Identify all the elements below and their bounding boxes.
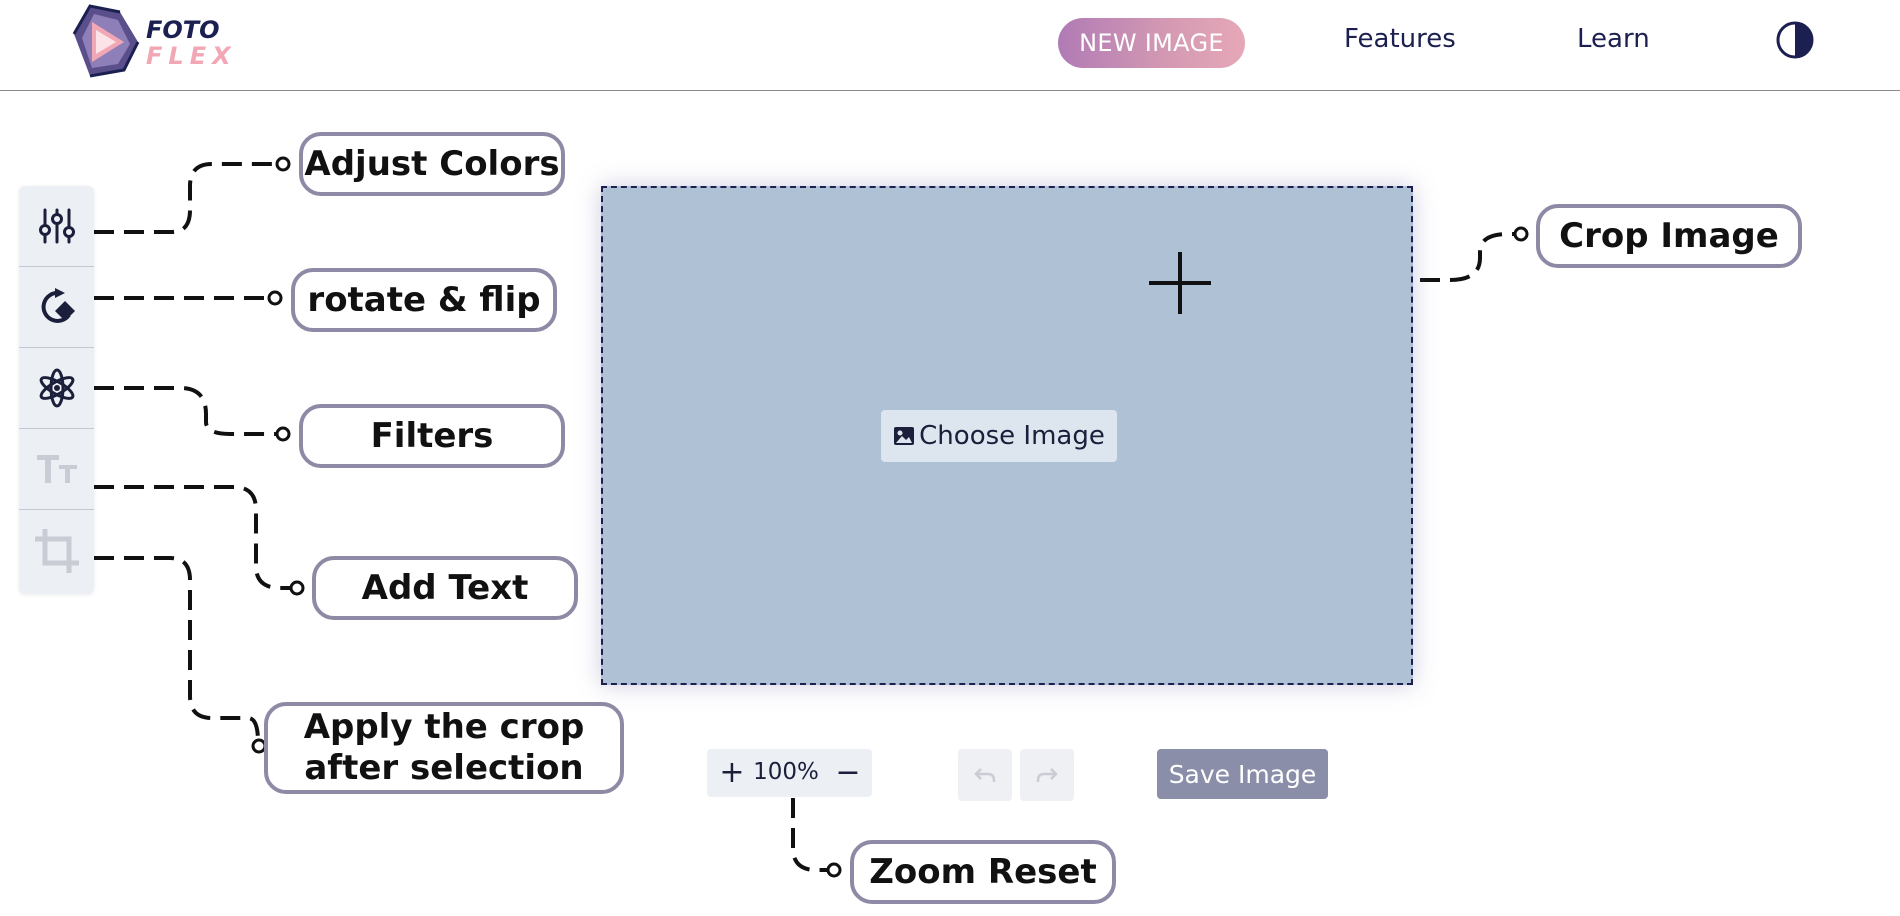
logo-text-foto: FOTO <box>146 16 220 44</box>
choose-image-label: Choose Image <box>919 421 1105 451</box>
save-image-button[interactable]: Save Image <box>1157 749 1328 799</box>
callout-zoom-reset: Zoom Reset <box>850 840 1116 904</box>
callout-apply-crop: Apply the crop after selection <box>264 702 624 794</box>
rotate-icon <box>41 288 75 323</box>
flower-icon <box>39 368 74 408</box>
tool-add-text[interactable] <box>19 429 94 510</box>
callout-adjust-colors: Adjust Colors <box>299 132 565 196</box>
tool-filters[interactable] <box>19 348 94 429</box>
undo-icon <box>974 768 996 782</box>
nav-features[interactable]: Features <box>1344 24 1456 54</box>
crop-icon <box>34 528 79 573</box>
callout-crop-image: Crop Image <box>1536 204 1802 268</box>
callout-apply-crop-line1: Apply the crop <box>303 707 585 748</box>
image-canvas[interactable]: Choose Image <box>601 186 1413 685</box>
tool-crop[interactable] <box>19 510 94 591</box>
tool-adjust-colors[interactable] <box>19 186 94 267</box>
choose-image-button[interactable]: Choose Image <box>881 410 1117 462</box>
top-header: FOTO FLEX NEW IMAGE Features Learn <box>0 0 1900 91</box>
zoom-controls: + 100% − <box>707 749 872 797</box>
callout-rotate-flip: rotate & flip <box>291 268 557 332</box>
callout-filters: Filters <box>299 404 565 468</box>
sliders-icon <box>38 208 75 244</box>
contrast-icon[interactable] <box>1775 20 1815 60</box>
zoom-out-button[interactable]: − <box>835 754 861 790</box>
new-image-button[interactable]: NEW IMAGE <box>1058 18 1245 68</box>
text-size-icon <box>36 455 77 483</box>
undo-button[interactable] <box>958 749 1012 801</box>
zoom-in-button[interactable]: + <box>719 754 745 790</box>
callout-add-text: Add Text <box>312 556 578 620</box>
crosshair-plus-icon[interactable] <box>1147 250 1213 316</box>
nav-learn[interactable]: Learn <box>1577 24 1650 54</box>
redo-button[interactable] <box>1020 749 1074 801</box>
logo-text-flex: FLEX <box>146 42 237 70</box>
callout-apply-crop-line2: after selection <box>304 748 584 788</box>
tool-rotate-flip[interactable] <box>19 267 94 348</box>
fotoflex-logo-icon <box>72 4 140 78</box>
zoom-level-reset[interactable]: 100% <box>753 759 819 785</box>
tool-sidebar <box>19 186 94 594</box>
redo-icon <box>1036 768 1058 782</box>
image-icon <box>894 427 915 445</box>
fotoflex-logo[interactable]: FOTO FLEX <box>68 4 231 80</box>
